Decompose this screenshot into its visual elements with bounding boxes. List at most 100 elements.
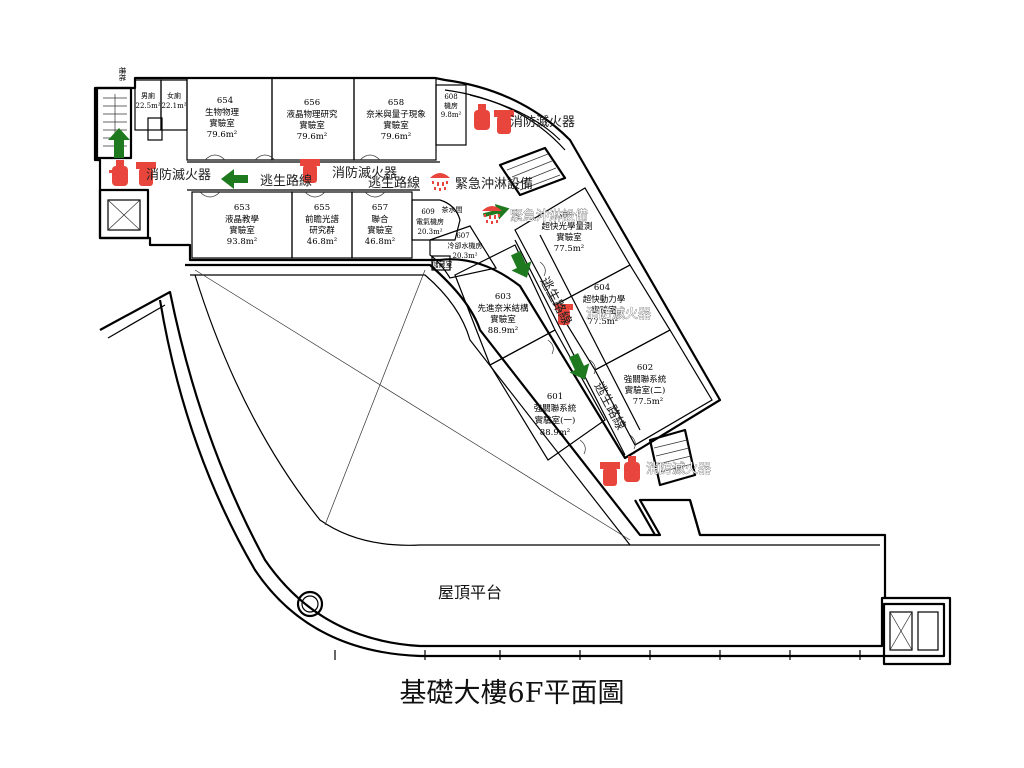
- escape-arrow: [108, 128, 130, 158]
- room-men-toilet: 男廁 22.5m²: [135, 91, 160, 110]
- room-name: 液晶教學: [225, 214, 260, 225]
- escape-arrow: [568, 353, 590, 380]
- room-note: 儲藏室: [432, 260, 453, 269]
- room-657: 657 聯合 實驗室 46.8m²: [365, 203, 395, 247]
- room-name: 男廁: [141, 91, 155, 100]
- room-number: 602: [637, 363, 653, 373]
- room-suffix: 實驗室: [556, 232, 582, 243]
- room-number: 656: [304, 98, 320, 108]
- room-number: 607: [456, 232, 469, 240]
- room-suffix: 實驗室: [229, 225, 255, 236]
- room-area: 77.5m²: [554, 244, 584, 254]
- room-name: 前瞻光譜: [305, 214, 340, 225]
- escape-arrow: [510, 251, 532, 278]
- room-654: 654 生物物理 實驗室 79.6m²: [205, 96, 240, 140]
- room-653: 653 液晶教學 實驗室 93.8m²: [225, 203, 260, 247]
- rooftop-structure: [99, 263, 952, 666]
- room-602: 602 強關聯系統 實驗室(二) 77.5m²: [624, 363, 667, 407]
- room-name: 機房: [444, 101, 458, 110]
- room-suffix: 實驗室: [367, 225, 393, 236]
- room-number: 606: [557, 211, 573, 221]
- room-name: 奈米與量子現象: [366, 109, 426, 120]
- room-number: 603: [495, 292, 511, 302]
- room-609: 609 電氣機房 20.3m² 茶水間: [416, 205, 463, 236]
- fire-extinguisher-label: 消防滅火器: [332, 165, 397, 181]
- fire-extinguisher-label: 消防滅火器: [510, 114, 575, 130]
- room-number: 654: [217, 96, 233, 106]
- fire-extinguisher-label: 消防滅火器: [146, 167, 211, 183]
- room-area: 46.8m²: [365, 237, 395, 247]
- room-606: 606 超快光學量測 實驗室 77.5m²: [541, 211, 592, 254]
- fire-extinguisher-icon: [600, 462, 620, 486]
- fire-extinguisher-icon: [624, 456, 640, 482]
- room-suffix: 實驗室: [383, 120, 409, 131]
- room-607: 607 冷卻水機房 20.3m² 儲藏室: [432, 232, 483, 269]
- room-note: 茶水間: [442, 205, 463, 214]
- room-name: 強關聯系統: [624, 374, 667, 385]
- escape-arrow: [221, 169, 248, 189]
- fire-extinguisher-label: 消防滅火器: [586, 306, 651, 322]
- emergency-shower-icon: [482, 206, 502, 224]
- room-name: 強關聯系統: [534, 403, 577, 414]
- room-name: 先進奈米結構: [477, 303, 529, 314]
- room-area: 79.6m²: [381, 132, 411, 142]
- map-title: 基礎大樓6F平面圖: [399, 678, 625, 709]
- room-number: 609: [421, 208, 434, 216]
- room-area: 88.9m²: [540, 428, 570, 438]
- room-area: 22.5m²: [135, 102, 160, 110]
- room-number: 601: [547, 392, 563, 402]
- fire-extinguisher-icon: [136, 162, 156, 186]
- escape-arrow: [482, 204, 510, 220]
- room-658: 658 奈米與量子現象 實驗室 79.6m²: [366, 98, 426, 142]
- room-604: 604 超快動力學 實驗室 77.5m²: [583, 283, 626, 327]
- fire-extinguisher-label: 消防滅火器: [646, 461, 711, 477]
- room-number: 604: [594, 283, 610, 293]
- room-area: 20.3m²: [452, 252, 477, 260]
- room-name: 冷卻水機房: [448, 241, 483, 250]
- room-suffix: 實驗室: [591, 305, 617, 316]
- emergency-shower-label: 緊急沖淋設備: [510, 208, 588, 224]
- room-area: 79.6m²: [297, 132, 327, 142]
- room-suffix: 實驗室: [490, 314, 516, 325]
- room-number: 655: [314, 203, 330, 213]
- room-number: 658: [388, 98, 404, 108]
- room-656: 656 液晶物理研究 實驗室 79.6m²: [286, 98, 338, 142]
- room-suffix: 實驗室(一): [535, 415, 576, 426]
- room-area: 20.3m²: [417, 228, 442, 236]
- room-area: 79.6m²: [207, 130, 237, 140]
- room-name: 女廁: [167, 91, 181, 100]
- room-name: 超快動力學: [583, 294, 626, 305]
- room-name: 液晶物理研究: [286, 109, 338, 120]
- room-name: 聯合: [371, 214, 389, 225]
- room-number: 653: [234, 203, 250, 213]
- room-area: 22.1m²: [161, 102, 186, 110]
- escape-route-label: 逃生路線: [368, 175, 420, 191]
- room-area: 93.8m²: [227, 237, 257, 247]
- room-number: 657: [372, 203, 388, 213]
- room-name: 超快光學量測: [541, 221, 592, 232]
- fire-extinguisher-icon: [555, 304, 573, 325]
- fire-extinguisher-icon: [109, 160, 128, 186]
- rooftop-label: 屋頂平台: [438, 583, 502, 602]
- room-area: 9.8m²: [441, 111, 462, 119]
- room-area: 77.5m²: [633, 397, 663, 407]
- emergency-shower-label: 緊急沖淋設備: [455, 176, 533, 192]
- room-area: 46.8m²: [307, 237, 337, 247]
- room-601: 601 強關聯系統 實驗室(一) 88.9m²: [534, 392, 577, 438]
- escape-route-label: 逃生路線: [260, 173, 312, 189]
- emergency-shower-icon: [430, 173, 450, 191]
- room-area: 88.9m²: [488, 326, 518, 336]
- room-suffix: 實驗室: [299, 120, 325, 131]
- room-suffix: 實驗室: [209, 118, 235, 129]
- room-number: 608: [444, 93, 457, 101]
- upper-building: [93, 76, 722, 487]
- room-suffix: 實驗室(二): [625, 385, 666, 396]
- room-608: 608 機房 9.8m²: [441, 93, 462, 119]
- room-name: 生物物理: [205, 107, 240, 118]
- room-603: 603 先進奈米結構 實驗室 88.9m²: [477, 292, 529, 336]
- fire-extinguisher-icon: [494, 110, 514, 134]
- room-women-toilet: 女廁 22.1m²: [161, 91, 186, 110]
- room-655: 655 前瞻光譜 研究群 46.8m²: [305, 203, 340, 247]
- fire-extinguisher-icon: [300, 159, 320, 183]
